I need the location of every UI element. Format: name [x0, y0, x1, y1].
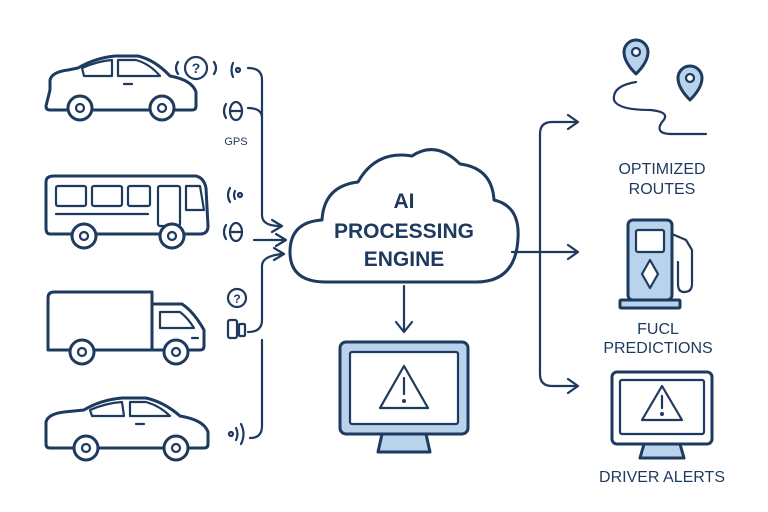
svg-text:?: ? — [192, 60, 201, 76]
signal-icon — [230, 61, 242, 79]
output-connector — [510, 113, 580, 395]
center-title-line1: AI — [394, 190, 415, 213]
gps-sensor-icon — [222, 100, 244, 122]
car-icon — [44, 54, 198, 122]
question-signal-icon: ? — [174, 55, 218, 81]
gps-label: GPS — [224, 136, 247, 148]
fuel-pump-icon — [618, 218, 694, 310]
bus-signal-icon — [226, 186, 244, 204]
question-badge-icon: ? — [226, 287, 248, 309]
routes-label-line1: OPTIMIZED — [618, 161, 705, 178]
center-title-line3: ENGINE — [364, 248, 445, 271]
driver-alert-monitor-icon — [610, 370, 714, 460]
down-arrow — [394, 284, 414, 334]
route-path — [612, 80, 708, 136]
bus-icon — [44, 174, 210, 250]
input-connector — [246, 66, 288, 440]
monitor-warning-icon — [338, 340, 470, 454]
sedan-icon — [44, 396, 210, 462]
map-pin-icon — [622, 38, 704, 102]
cloud-icon — [288, 148, 520, 284]
fuel-label-line1: FUCL — [637, 321, 679, 338]
fuel-label-line2: PREDICTIONS — [603, 340, 712, 357]
routes-label-line2: ROUTES — [629, 181, 696, 198]
alerts-label: DRIVER ALERTS — [599, 469, 725, 486]
sedan-signal-icon — [227, 422, 245, 446]
device-sensor-icon — [226, 318, 247, 340]
bus-sensor-icon — [222, 221, 244, 243]
svg-text:?: ? — [233, 292, 240, 306]
van-icon — [46, 290, 206, 366]
center-title-line2: PROCESSING — [334, 220, 474, 243]
